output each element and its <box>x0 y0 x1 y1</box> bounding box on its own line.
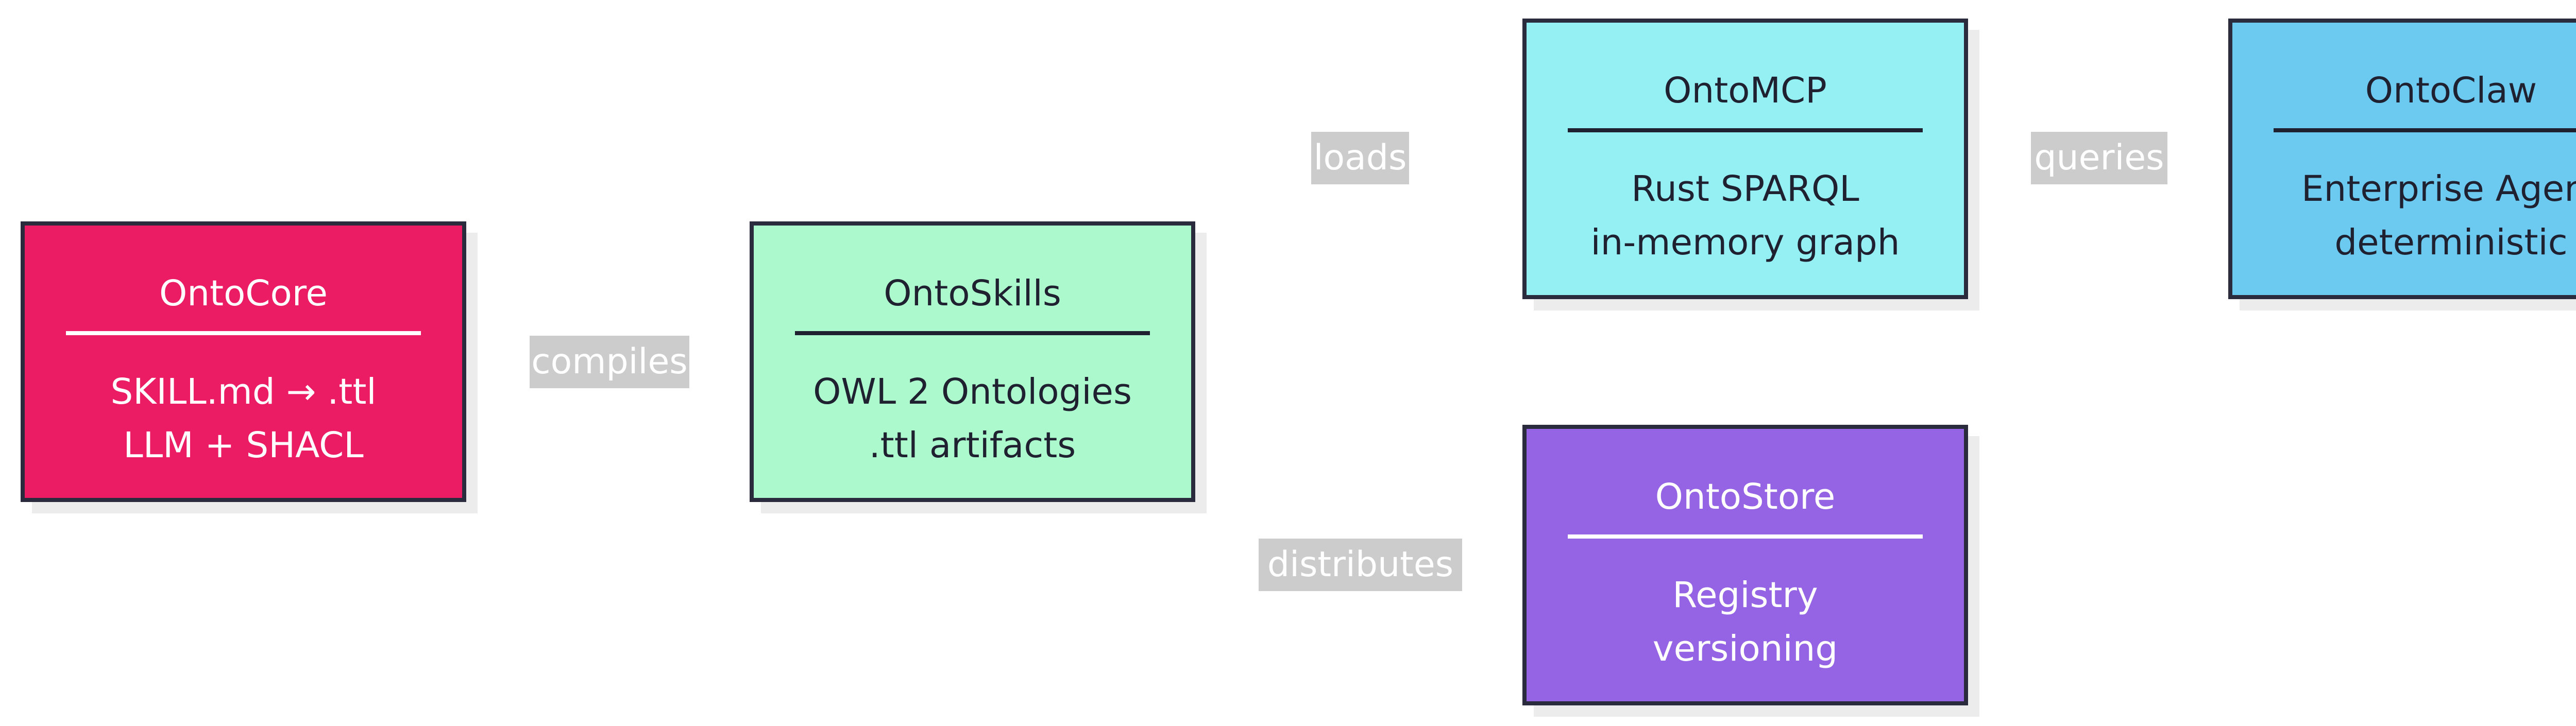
node-title: OntoSkills <box>884 273 1061 314</box>
node-divider <box>1568 534 1923 539</box>
node-detail: Rust SPARQL <box>1631 168 1859 210</box>
node-ontoclaw: OntoClaw Enterprise Agent deterministic <box>2228 19 2576 299</box>
node-ontomcp: OntoMCP Rust SPARQL in-memory graph <box>1522 19 1968 299</box>
node-divider <box>66 331 421 335</box>
node-detail: in-memory graph <box>1590 222 1900 263</box>
node-detail: OWL 2 Ontologies <box>813 371 1132 412</box>
node-title: OntoClaw <box>2365 70 2537 111</box>
node-ontoskills: OntoSkills OWL 2 Ontologies .ttl artifac… <box>750 221 1195 502</box>
node-divider <box>1568 128 1923 132</box>
edge-label-compiles: compiles <box>530 336 689 388</box>
node-ontocore: OntoCore SKILL.md → .ttl LLM + SHACL <box>21 221 466 502</box>
node-ontostore: OntoStore Registry versioning <box>1522 425 1968 705</box>
node-divider <box>2274 128 2576 132</box>
node-detail: .ttl artifacts <box>869 425 1076 466</box>
node-divider <box>795 331 1150 335</box>
node-detail: deterministic <box>2334 222 2568 263</box>
edge-label-distributes: distributes <box>1259 539 1462 591</box>
node-title: OntoStore <box>1655 476 1836 517</box>
node-detail: LLM + SHACL <box>123 425 364 466</box>
node-detail: SKILL.md → .ttl <box>110 371 377 412</box>
node-title: OntoMCP <box>1664 70 1827 111</box>
node-title: OntoCore <box>159 273 328 314</box>
node-detail: Registry <box>1672 575 1818 616</box>
edge-label-loads: loads <box>1311 132 1409 184</box>
node-detail: Enterprise Agent <box>2301 168 2576 210</box>
edge-label-queries: queries <box>2031 132 2167 184</box>
node-detail: versioning <box>1652 628 1838 669</box>
